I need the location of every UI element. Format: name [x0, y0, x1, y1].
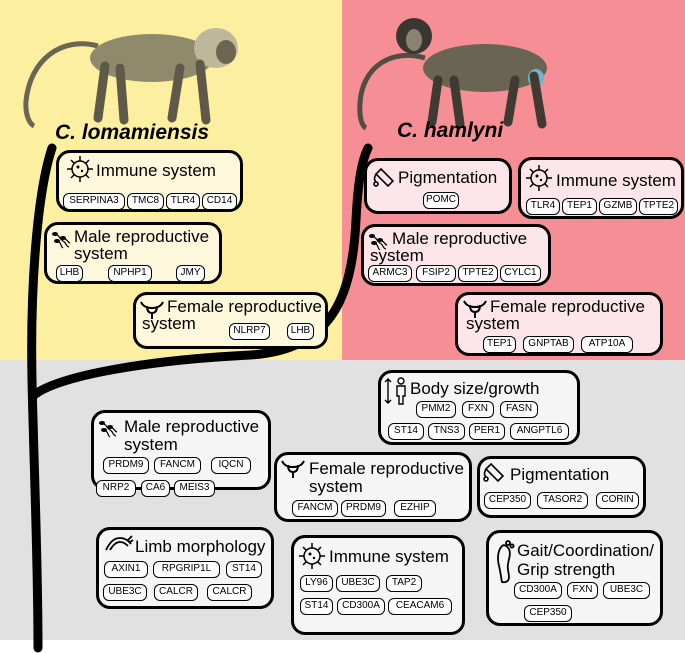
- gene-chip: EZHIP: [394, 500, 436, 517]
- hamlyni-pigmentation-title: Pigmentation: [398, 168, 498, 187]
- virus-icon: [299, 543, 325, 569]
- gene-chip: JMY: [176, 265, 205, 282]
- gene-chip: LHB: [56, 265, 83, 282]
- virus-icon: [67, 156, 93, 182]
- gene-chip: CEP350: [484, 492, 531, 509]
- gene-chip: NRP2: [96, 480, 136, 497]
- lomamiensis-male-title-line2: system: [74, 244, 128, 263]
- gene-chip: PRDM9: [341, 500, 386, 517]
- gene-chip: ANGPTL6: [510, 423, 569, 440]
- gene-chip: FXN: [462, 401, 494, 418]
- virus-icon: [526, 165, 552, 191]
- gene-chip: TNS3: [428, 423, 465, 440]
- species-label-lomamiensis: C. lomamiensis: [55, 121, 210, 144]
- gene-chip: ST14: [388, 423, 424, 440]
- hamlyni-female-title-line1: Female reproductive: [490, 297, 645, 316]
- gene-chip: ARMC3: [368, 265, 412, 282]
- hamlyni-immune-title: Immune system: [556, 171, 676, 190]
- gene-chip: UBE3C: [336, 575, 380, 592]
- gene-chip: CYLC1: [500, 265, 541, 282]
- shared-gait-title-line1: Gait/Coordination/: [517, 541, 655, 560]
- gene-chip: CALCR: [154, 584, 198, 601]
- gene-chip: CD300A: [514, 582, 562, 599]
- gene-chip: UBE3C: [103, 584, 147, 601]
- gene-chip: TPTE2: [639, 198, 678, 215]
- lomamiensis-female-title-line2: system: [142, 314, 196, 333]
- gene-chip: CD300A: [337, 598, 385, 615]
- species-label-hamlyni: C. hamlyni: [397, 119, 504, 142]
- gene-chip: TEP1: [483, 336, 516, 353]
- gene-chip: CA6: [141, 480, 170, 497]
- gene-chip: FANCM: [292, 500, 338, 517]
- monkey-illustration: [357, 18, 547, 131]
- gene-chip: PER1: [469, 423, 505, 440]
- gene-chip: ATP10A: [581, 336, 633, 353]
- lomamiensis-female-box: [133, 292, 328, 349]
- uterus-icon: [140, 301, 164, 319]
- shared-male-title-line2: system: [124, 435, 178, 454]
- shared-male-title-line1: Male reproductive: [124, 417, 260, 436]
- gene-chip: ST14: [226, 561, 262, 578]
- hamlyni-male-title-line2: system: [370, 246, 424, 265]
- uterus-icon: [463, 300, 487, 318]
- gene-chip: FSIP2: [416, 265, 456, 282]
- sperm-icon: [99, 421, 118, 438]
- shared-pigmentation-title: Pigmentation: [510, 465, 610, 484]
- monkey-illustration: [23, 28, 238, 129]
- shared-female-title-line2: system: [309, 477, 363, 496]
- lomamiensis-immune-title: Immune system: [96, 161, 216, 180]
- shared-immune-title: Immune system: [329, 547, 449, 566]
- shared-female-title-line1: Female reproductive: [309, 459, 464, 478]
- lomamiensis-male-title-line1: Male reproductive: [74, 227, 210, 246]
- gene-chip: FXN: [567, 582, 598, 599]
- gene-chip: FANCM: [154, 457, 201, 474]
- gene-chip: TASOR2: [537, 492, 588, 509]
- hamlyni-female-title-line2: system: [466, 314, 520, 333]
- gene-chip: TLR4: [526, 198, 560, 215]
- gene-chip: IQCN: [211, 457, 251, 474]
- uterus-icon: [281, 460, 305, 478]
- gene-chip: CORIN: [596, 492, 639, 509]
- gene-chip: POMC: [423, 192, 459, 209]
- gene-chip: CALCR: [207, 584, 252, 601]
- gene-chip: NLRP7: [229, 323, 270, 340]
- pigment-icon: [483, 462, 505, 483]
- gene-chip: LHB: [287, 323, 314, 340]
- gene-chip: LY96: [300, 575, 333, 592]
- pigment-icon: [373, 167, 395, 188]
- gene-chip: TAP2: [386, 575, 422, 592]
- gene-chip: TEP1: [562, 198, 597, 215]
- gene-chip: CEACAM6: [388, 598, 452, 615]
- gene-chip: CEP350: [524, 605, 572, 622]
- gene-chip: RPGRIP1L: [153, 561, 220, 578]
- sperm-icon: [52, 232, 71, 249]
- shared-body-size-title: Body size/growth: [410, 379, 540, 398]
- hamlyni-male-title-line1: Male reproductive: [392, 229, 528, 248]
- gene-chip: NPHP1: [108, 265, 152, 282]
- limb-icon: [105, 535, 134, 551]
- shared-gait-box: [486, 530, 663, 626]
- gene-chip: GZMB: [599, 198, 637, 215]
- gene-chip: FASN: [500, 401, 538, 418]
- lomamiensis-female-title-line1: Female reproductive: [167, 297, 322, 316]
- footprint-icon: [497, 540, 515, 584]
- gene-chip: TLR4: [166, 193, 200, 210]
- gene-chip: AXIN1: [104, 561, 148, 578]
- gene-chip: TPTE2: [458, 265, 498, 282]
- shared-limb-title: Limb morphology: [135, 537, 266, 556]
- gene-chip: CD14: [202, 193, 237, 210]
- gene-chip: UBE3C: [603, 582, 650, 599]
- gene-chip: ST14: [300, 598, 333, 615]
- gene-chip: PRDM9: [103, 457, 149, 474]
- body-size-icon: [384, 377, 406, 405]
- gene-chip: SERPINA3: [63, 193, 125, 210]
- gene-chip: GNPTAB: [523, 336, 574, 353]
- sperm-icon: [369, 234, 388, 251]
- shared-gait-title-line2: Grip strength: [517, 560, 616, 579]
- gene-chip: TMC8: [127, 193, 164, 210]
- gene-chip: MEIS3: [174, 480, 215, 497]
- gene-chip: PMM2: [416, 401, 456, 418]
